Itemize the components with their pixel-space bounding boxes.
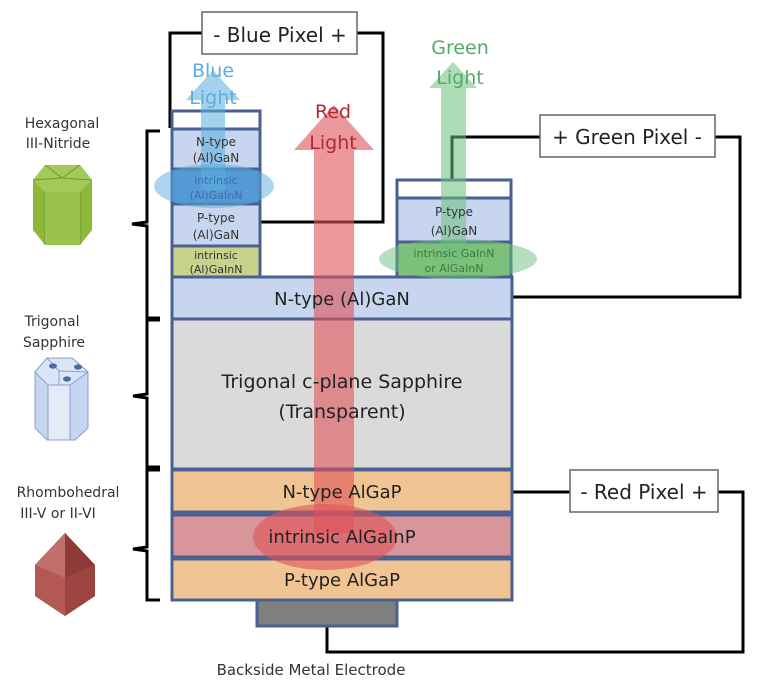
green-light-label-1: Green (431, 37, 489, 59)
p-type-algap-label: P-type AlGaP (284, 570, 400, 591)
sapphire-label-1: Trigonal c-plane Sapphire (221, 371, 463, 393)
sapphire-label-2: (Transparent) (278, 401, 405, 423)
crystal-sapphire-label-2: Sapphire (23, 335, 85, 351)
green-p-type-label-2: (Al)GaN (431, 224, 478, 238)
blue-p-type-label-1: P-type (197, 211, 235, 225)
crystal-hexagonal-label-2: III-Nitride (26, 136, 90, 152)
crystal-sapphire-label-1: Trigonal (24, 314, 80, 330)
blue-n-type-label-2: (Al)GaN (193, 151, 240, 165)
blue-light-label-1: Blue (192, 60, 234, 82)
green-pixel-box: + Green Pixel - (539, 114, 716, 158)
red-pixel-wire-right (325, 490, 745, 654)
green-light-label-2: Light (436, 67, 483, 89)
blue-intrinsic-label-2: (Al)GaInN (190, 189, 243, 202)
brace-hexagonal (131, 129, 160, 320)
crystal-hexagonal-label-1: Hexagonal (25, 116, 100, 132)
blue-pixel-wire (168, 31, 202, 128)
green-light-arrow (429, 62, 477, 260)
green-intrinsic-label-1: intrinsic GaInN (414, 247, 495, 260)
blue-pixel-label: - Blue Pixel + (213, 23, 347, 47)
blue-intrinsic-lower-layer (170, 244, 262, 279)
braces (131, 129, 160, 602)
blue-p-type-label-2: (Al)GaN (193, 228, 240, 242)
red-emission-glow (253, 504, 397, 570)
intrinsic-algainp-label: intrinsic AlGaInP (268, 527, 415, 548)
brace-rhombohedral (132, 468, 160, 602)
red-pixel-box: - Red Pixel + (569, 469, 719, 513)
green-pixel-label: + Green Pixel - (552, 125, 702, 149)
red-light-label-2: Light (309, 132, 356, 154)
crystal-rhombohedral-label-2: III-V or II-VI (20, 506, 96, 522)
blue-n-type-label-1: N-type (196, 135, 236, 149)
n-type-algap-label: N-type AlGaP (282, 482, 401, 503)
green-pixel-wire-right (512, 135, 742, 299)
red-light-arrow (294, 105, 374, 533)
blue-light-arrow (186, 70, 240, 190)
backside-electrode (255, 598, 399, 628)
red-pixel-label: - Red Pixel + (580, 480, 707, 504)
blue-intrinsic-lower-label-2: (Al)GaInN (190, 263, 243, 276)
green-intrinsic-label-2: or AlGaInN (424, 262, 483, 275)
trigonal-sapphire-icon (34, 357, 89, 441)
brace-sapphire (132, 318, 160, 469)
hexagonal-prism-icon (32, 164, 93, 245)
n-type-gan-label: N-type (Al)GaN (274, 289, 410, 310)
blue-light-label-2: Light (189, 87, 236, 109)
crystal-rhombohedral-label-1: Rhombohedral (17, 485, 120, 501)
red-light-label-1: Red (315, 101, 351, 123)
rhombohedral-cube-icon (35, 533, 95, 616)
blue-intrinsic-label-1: intrinsic (194, 174, 238, 187)
blue-pixel-box: - Blue Pixel + (201, 11, 358, 55)
blue-intrinsic-lower-label-1: intrinsic (194, 249, 238, 262)
green-p-type-label-1: P-type (435, 205, 473, 219)
electrode-label: Backside Metal Electrode (217, 661, 406, 679)
